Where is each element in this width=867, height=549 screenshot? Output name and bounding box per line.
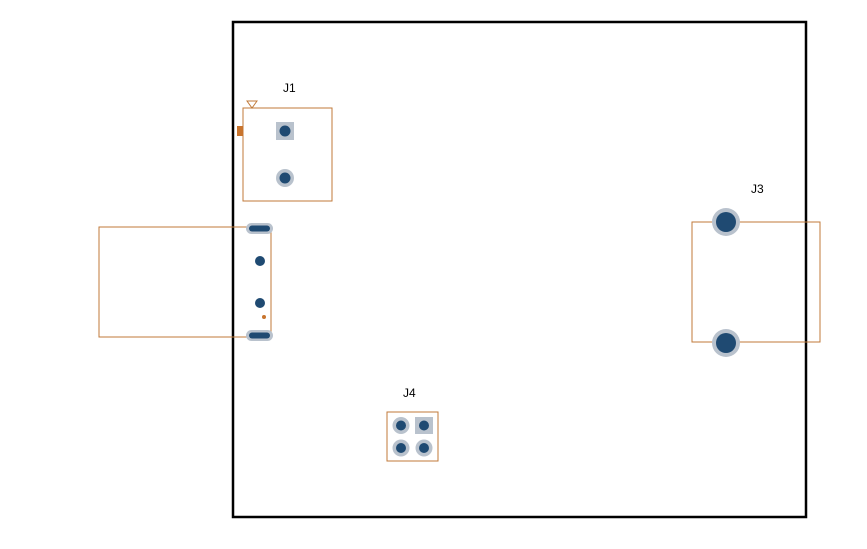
board-outline [231,20,808,519]
j4-pad-1-core [419,420,429,431]
j4-pad-4-core [419,443,429,453]
j1-designator-label: J1 [283,81,296,95]
edge-connector-pad-upper[interactable] [255,256,265,266]
edge-connector-pad-lower[interactable] [255,298,265,308]
edge-connector-copper-dot [262,315,266,319]
component-j4[interactable]: J4 [386,386,439,462]
j1-pad-1-core [279,125,291,137]
j1-silkscreen-outline [242,107,333,202]
j4-silkscreen-outline [386,411,439,462]
edge-connector-silkscreen-outline [98,226,272,338]
j4-designator-label: J4 [403,386,416,400]
component-j1[interactable]: J1 [237,81,333,202]
j1-edge-copper-tab [237,126,243,136]
j3-pad-2-core [716,333,736,353]
j4-pad-2-core [396,420,406,431]
j1-pin1-marker-icon [246,100,258,109]
j1-pad-2-core [279,172,291,184]
component-j3[interactable]: J3 [691,182,821,357]
j3-designator-label: J3 [751,182,764,196]
edge-connector-slot-pad-top-core [249,225,270,232]
j3-pad-1-core [716,212,736,232]
j4-pad-3-core [396,443,406,453]
edge-connector-slot-pad-bottom-core [249,332,270,339]
j3-silkscreen-outline [691,221,821,343]
component-edge-connector[interactable] [98,223,273,341]
